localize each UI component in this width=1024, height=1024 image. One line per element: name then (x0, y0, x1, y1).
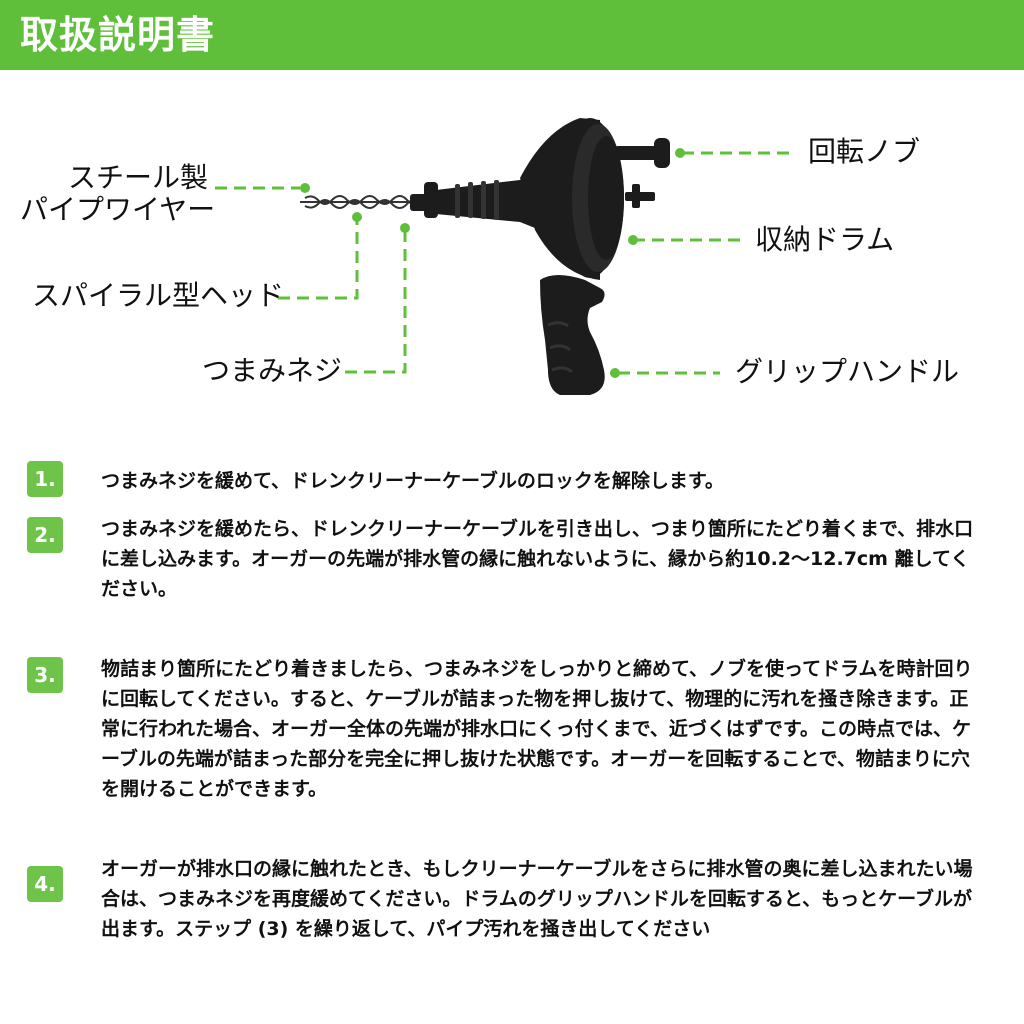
label-steel-wire-line2: パイプワイヤー (20, 193, 216, 226)
drain-auger-illustration (215, 118, 795, 395)
label-storage-drum: 収納ドラム (755, 223, 895, 256)
label-knob-screw: つまみネジ (202, 354, 343, 387)
step-text: オーガーが排水口の縁に触れたとき、もしクリーナーケーブルをさらに排水管の奥に差し… (101, 858, 973, 940)
label-rotation-knob: 回転ノブ (808, 135, 921, 168)
step-text: つまみネジを緩めて、ドレンクリーナーケーブルのロックを解除します。 (101, 470, 725, 492)
step-text: つまみネジを緩めたら、ドレンクリーナーケーブルを引き出し、つまり箇所にたどり着く… (101, 518, 974, 600)
page-title: 取扱説明書 (20, 13, 216, 57)
label-spiral-head: スパイラル型ヘッド (32, 279, 285, 312)
step-number-badge: 2. (27, 517, 63, 553)
step-text: 物詰まり箇所にたどり着きましたら、つまみネジをしっかりと締めて、ノブを使ってドラ… (101, 658, 973, 800)
step-number-badge: 1. (27, 461, 63, 497)
label-grip-handle: グリップハンドル (735, 355, 960, 388)
product-diagram: スチール製 パイプワイヤー スパイラル型ヘッド つまみネジ 回転ノブ 収納ドラム… (0, 70, 1024, 430)
header-banner: 取扱説明書 (0, 0, 1024, 70)
step-number-badge: 4. (27, 866, 63, 902)
auger-body (410, 118, 670, 395)
steel-wire (300, 195, 420, 209)
step-number-badge: 3. (27, 657, 63, 693)
label-steel-wire-line1: スチール製 (68, 161, 209, 194)
